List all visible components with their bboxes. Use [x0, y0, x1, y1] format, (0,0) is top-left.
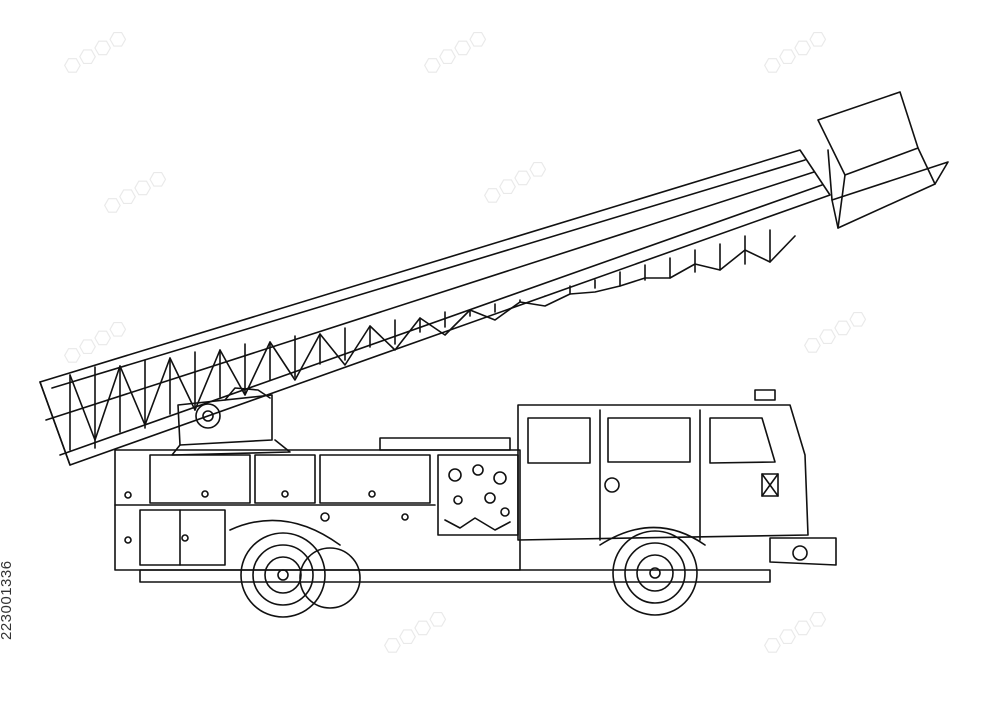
stock-id-label: 223001336: [0, 560, 15, 640]
cab-window-mid: [607, 417, 691, 463]
chassis-skirt: [139, 569, 771, 583]
cab-window-front: [709, 417, 776, 464]
front-bumper: [769, 537, 837, 566]
beacon-light: [754, 389, 776, 401]
front-wheel-icon: [612, 530, 698, 616]
truck-cab: [517, 389, 837, 566]
ladder-truss: [69, 229, 796, 451]
cab-window-rear: [527, 417, 591, 464]
rescue-basket-icon: [817, 91, 949, 229]
aerial-ladder: [39, 91, 949, 466]
rear-wheel-icon: [240, 532, 361, 618]
